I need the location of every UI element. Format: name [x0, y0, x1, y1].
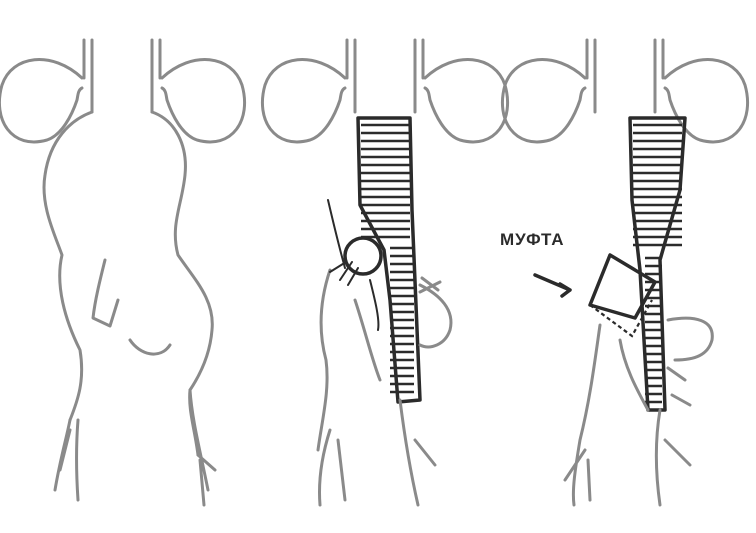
kidneys-2	[262, 40, 507, 142]
panel-graft-sleeve	[502, 40, 747, 505]
anastomosis-2	[345, 238, 381, 274]
aneurysm-sac	[44, 112, 212, 455]
tube-graft-2	[358, 118, 420, 402]
panel-aneurysm	[0, 40, 245, 505]
vessel-stump-3	[565, 325, 690, 505]
panel-tube-graft	[262, 40, 507, 505]
kidneys-1	[0, 40, 245, 142]
sleeve-label: МУФТА	[500, 230, 565, 250]
tube-graft-3	[630, 118, 685, 410]
side-branch-2	[420, 278, 451, 347]
annotation-arrow	[535, 275, 570, 296]
sleeve	[590, 255, 655, 318]
iliac-right-1	[190, 390, 215, 505]
iliac-left-1	[55, 420, 78, 500]
aneurysm-inner-fold	[93, 260, 170, 354]
ligature-2	[328, 200, 378, 330]
kidneys-3	[502, 40, 747, 142]
side-branch-3	[668, 318, 712, 405]
